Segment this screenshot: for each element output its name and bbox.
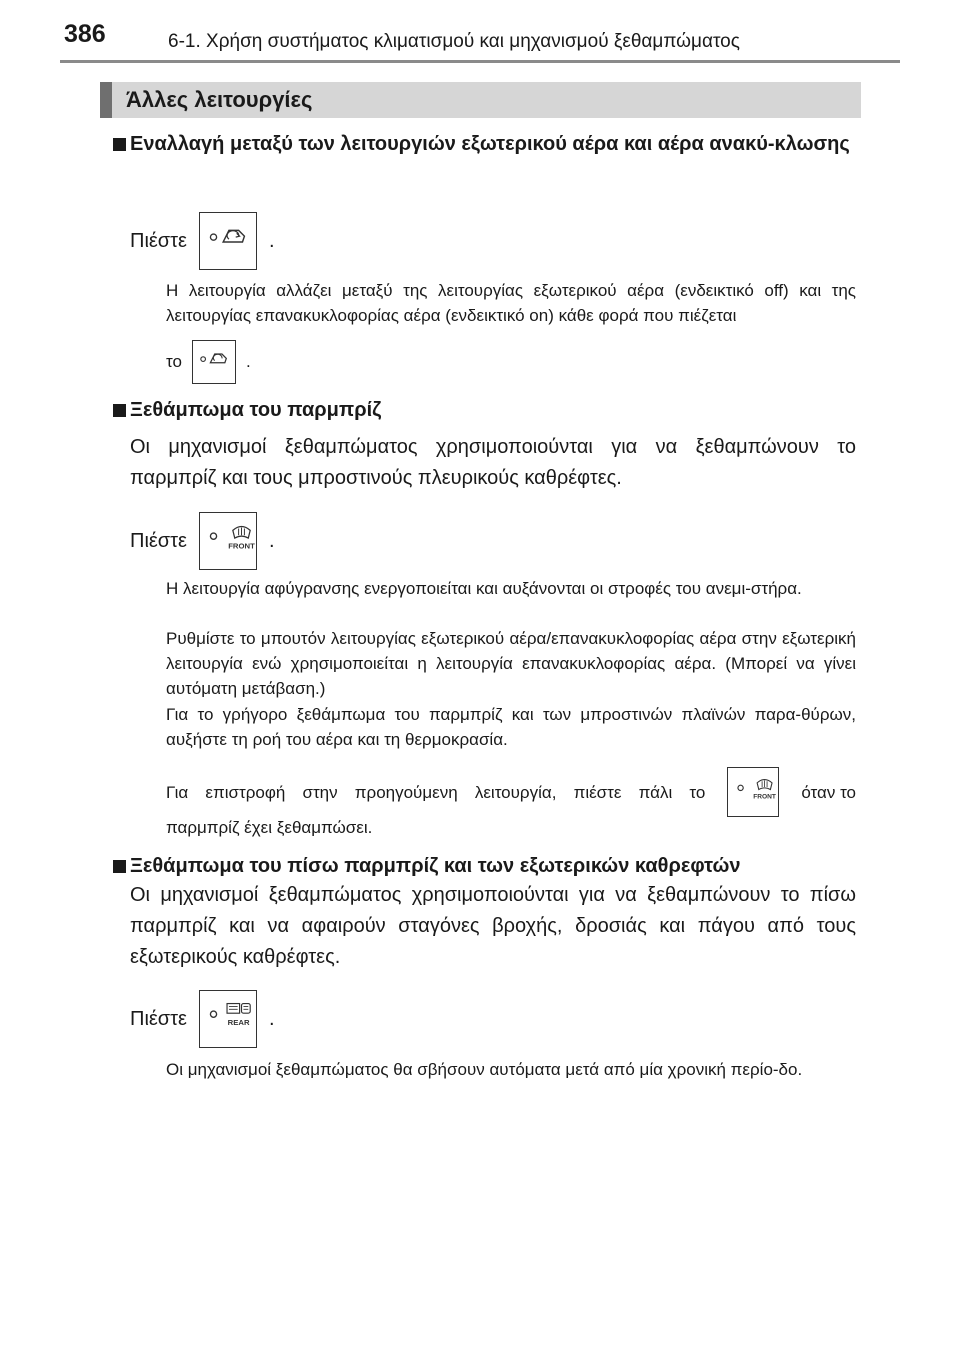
press-period: .: [268, 1007, 275, 1030]
rear-defroster-note: Οι μηχανισμοί ξεθαμπώματος θα σβήσουν αυ…: [166, 1060, 803, 1079]
return-text-end: παρμπρίζ έχει ξεθαμπώσει.: [166, 818, 373, 837]
note-continuation: το .: [166, 340, 251, 384]
windshield-body: Οι μηχανισμοί ξεθαμπώματος χρησιμοποιούν…: [130, 436, 856, 489]
front-defroster-icon: FRONT: [737, 779, 777, 801]
rear-label: REAR: [228, 1018, 250, 1027]
chapter-title: 6-1. Χρήση συστήματος κλιματισμού και μη…: [168, 31, 740, 52]
section-heading-bar: Άλλες λειτουργίες: [100, 82, 861, 118]
front-label: FRONT: [228, 542, 255, 551]
page-number: 386: [64, 20, 106, 48]
press-period: .: [268, 529, 275, 552]
note-prefix: το: [166, 352, 182, 371]
front-defroster-icon: FRONT: [209, 525, 255, 551]
bullet-icon: [113, 404, 126, 417]
rear-defroster-icon: REAR: [209, 1002, 251, 1027]
air-recirculation-button[interactable]: [198, 212, 257, 270]
press-instruction: Πιέστε FRONT .: [130, 512, 275, 570]
front-label: FRONT: [754, 794, 777, 801]
press-instruction: Πιέστε .: [130, 212, 275, 270]
front-defroster-button-inline[interactable]: FRONT: [727, 767, 780, 817]
press-label: Πιέστε: [130, 529, 187, 552]
defroster-note-1: Η λειτουργία αφύγρανσης ενεργοποιείται κ…: [166, 579, 802, 598]
return-instruction: Για επιστροφή στην προηγούμενη λειτουργί…: [166, 767, 856, 817]
rear-defroster-button[interactable]: REAR: [198, 990, 257, 1048]
air-recirculation-icon: [209, 229, 246, 243]
defroster-note-3: Για το γρήγορο ξεθάμπωμα του παρμπρίζ κα…: [166, 705, 856, 749]
header-divider: [60, 60, 900, 63]
item-title-rear-window: Ξεθάμπωμα του πίσω παρμπρίζ και των εξωτ…: [130, 855, 741, 877]
item-title-windshield: Ξεθάμπωμα του παρμπρίζ: [130, 399, 382, 421]
bullet-icon: [113, 860, 126, 873]
press-label: Πιέστε: [130, 229, 187, 252]
rear-window-body: Οι μηχανισμοί ξεθαμπώματος χρησιμοποιούν…: [130, 884, 856, 968]
air-recirculation-icon: [200, 353, 227, 364]
item-title-recirculation: Εναλλαγή μεταξύ των λειτουργιών εξωτερικ…: [130, 133, 850, 155]
press-label: Πιέστε: [130, 1007, 187, 1030]
press-period: .: [268, 229, 275, 252]
press-instruction: Πιέστε REAR .: [130, 990, 275, 1048]
bullet-icon: [113, 138, 126, 151]
return-text-after: όταν το: [801, 782, 856, 802]
air-recirculation-button-inline[interactable]: [191, 340, 236, 384]
defroster-note-2: Ρυθμίστε το μπουτόν λειτουργίας εξωτερικ…: [166, 629, 856, 698]
section-title: Άλλες λειτουργίες: [126, 87, 313, 112]
front-defroster-button[interactable]: FRONT: [198, 512, 257, 570]
note-period: .: [245, 352, 251, 371]
return-text-before: Για επιστροφή στην προηγούμενη λειτουργί…: [166, 782, 706, 802]
recirculation-note: Η λειτουργία αλλάζει μεταξύ της λειτουργ…: [166, 281, 856, 325]
